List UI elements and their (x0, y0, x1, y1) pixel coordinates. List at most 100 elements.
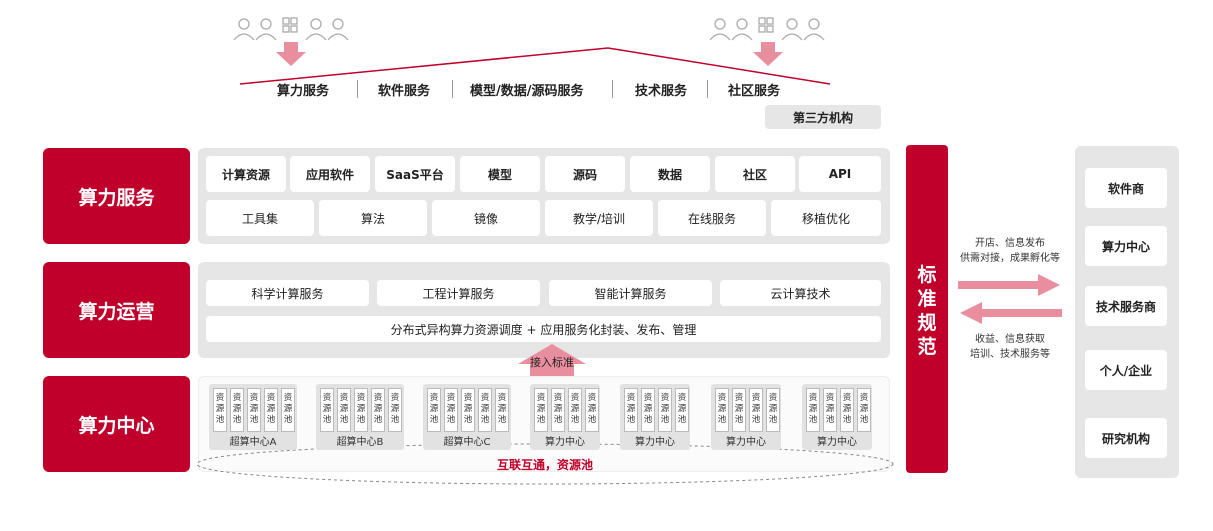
service-item: SaaS平台 (375, 156, 455, 192)
service-item: 算法 (319, 200, 427, 236)
access-standard-label: 接入标准 (530, 356, 574, 369)
resource-pool-slot: 资源池 (388, 388, 402, 432)
compute-center-rack: 资源池资源池资源池资源池资源池超算中心C (423, 384, 511, 450)
user-group-right-icon (709, 17, 825, 41)
interconnect-label: 互联互通，资源池 (496, 458, 593, 472)
service-item: 计算资源 (206, 156, 286, 192)
compute-center-rack: 资源池资源池资源池资源池算力中心 (530, 384, 600, 450)
top-service-separator (452, 80, 453, 98)
resource-pool-slot: 资源池 (320, 388, 334, 432)
compute-center-rack: 资源池资源池资源池资源池算力中心 (620, 384, 690, 450)
top-service-1: 软件服务 (378, 84, 431, 99)
compute-center-rack: 资源池资源池资源池资源池资源池超算中心A (209, 384, 297, 450)
entity-item: 个人/企业 (1085, 350, 1167, 390)
resource-pool-slot: 资源池 (534, 388, 548, 432)
top-service-separator (357, 80, 358, 98)
standard-char: 准 (917, 288, 937, 310)
arrow-right-note-2: 供需对接，成果孵化等 (960, 253, 1060, 264)
service-item: 工具集 (206, 200, 314, 236)
top-service-separator (612, 80, 613, 98)
top-service-4: 社区服务 (728, 84, 781, 99)
operation-scheduling: 分布式异构算力资源调度 + 应用服务化封装、发布、管理 (206, 316, 881, 342)
operation-item: 智能计算服务 (549, 280, 712, 306)
operation-item: 工程计算服务 (377, 280, 540, 306)
service-item: 移植优化 (771, 200, 881, 236)
standard-char: 标 (917, 264, 937, 286)
entity-item: 技术服务商 (1085, 286, 1167, 326)
entity-item: 研究机构 (1085, 418, 1167, 458)
resource-pool-slot: 资源池 (213, 388, 227, 432)
layer-compute-operation: 算力运营 (43, 262, 190, 358)
service-item: 社区 (715, 156, 795, 192)
standard-char: 范 (917, 336, 937, 358)
resource-pool-slot: 资源池 (675, 388, 689, 432)
resource-pool-slot: 资源池 (766, 388, 780, 432)
resource-pool-slot: 资源池 (857, 388, 871, 432)
top-service-separator (707, 80, 708, 98)
layer-compute-center: 算力中心 (43, 376, 190, 472)
resource-pool-slot: 资源池 (247, 388, 261, 432)
resource-pool-slot: 资源池 (495, 388, 509, 432)
top-service-3: 技术服务 (635, 84, 688, 99)
service-item: 模型 (460, 156, 540, 192)
service-item: 镜像 (432, 200, 540, 236)
standard-char: 规 (917, 312, 937, 334)
entity-item: 算力中心 (1085, 226, 1167, 266)
service-item: 在线服务 (658, 200, 766, 236)
resource-pool-slot: 资源池 (354, 388, 368, 432)
access-standard-arrow-icon (518, 344, 586, 380)
compute-center-label: 算力中心 (817, 437, 857, 448)
operation-item: 云计算技术 (720, 280, 881, 306)
resource-pool-slot: 资源池 (281, 388, 295, 432)
third-party-tag: 第三方机构 (765, 105, 881, 129)
arrow-left-icon (960, 302, 1062, 324)
user-group-left-icon (233, 17, 349, 41)
resource-pool-slot: 资源池 (806, 388, 820, 432)
compute-center-label: 算力中心 (726, 437, 766, 448)
entity-item: 软件商 (1085, 168, 1167, 208)
arrow-left-note-1: 收益、信息获取 (975, 334, 1045, 345)
resource-pool-slot: 资源池 (568, 388, 582, 432)
resource-pool-slot: 资源池 (715, 388, 729, 432)
resource-pool-slot: 资源池 (427, 388, 441, 432)
service-item: 应用软件 (290, 156, 370, 192)
top-service-2: 模型/数据/源码服务 (470, 84, 584, 99)
service-item: 数据 (630, 156, 710, 192)
layer-label: 算力中心 (78, 414, 155, 437)
resource-pool-slot: 资源池 (840, 388, 854, 432)
layer-compute-service: 算力服务 (43, 148, 190, 244)
resource-pool-slot: 资源池 (641, 388, 655, 432)
compute-center-rack: 资源池资源池资源池资源池算力中心 (711, 384, 781, 450)
compute-center-label: 算力中心 (635, 437, 675, 448)
top-decoration (233, 17, 831, 85)
service-item: API (799, 156, 881, 192)
compute-center-rack: 资源池资源池资源池资源池算力中心 (802, 384, 872, 450)
service-item: 教学/培训 (545, 200, 653, 236)
resource-pool-slot: 资源池 (230, 388, 244, 432)
compute-center-rack: 资源池资源池资源池资源池资源池超算中心B (316, 384, 404, 450)
standard-bar (906, 145, 948, 473)
arrow-right-icon (958, 274, 1060, 296)
resource-pool-slot: 资源池 (264, 388, 278, 432)
compute-center-label: 超算中心B (336, 437, 384, 448)
resource-pool-slot: 资源池 (585, 388, 599, 432)
resource-pool-slot: 资源池 (337, 388, 351, 432)
arrow-right-note-1: 开店、信息发布 (975, 238, 1045, 249)
third-party-label: 第三方机构 (792, 110, 853, 125)
arrow-left-note-2: 培训、技术服务等 (970, 349, 1050, 360)
resource-pool-slot: 资源池 (551, 388, 565, 432)
resource-pool-slot: 资源池 (823, 388, 837, 432)
resource-pool-slot: 资源池 (461, 388, 475, 432)
resource-pool-slot: 资源池 (478, 388, 492, 432)
compute-center-label: 超算中心C (443, 437, 491, 448)
resource-pool-slot: 资源池 (444, 388, 458, 432)
layer-label: 算力运营 (78, 300, 155, 323)
arrow-down-right-icon (753, 42, 783, 66)
operation-item: 科学计算服务 (206, 280, 369, 306)
compute-center-label: 算力中心 (545, 437, 585, 448)
roof-line-left (239, 47, 609, 85)
operation-panel: 科学计算服务 工程计算服务 智能计算服务 云计算技术 分布式异构算力资源调度 +… (198, 262, 890, 358)
resource-pool-slot: 资源池 (658, 388, 672, 432)
resource-pool-slot: 资源池 (624, 388, 638, 432)
roof-line-right (607, 47, 831, 85)
